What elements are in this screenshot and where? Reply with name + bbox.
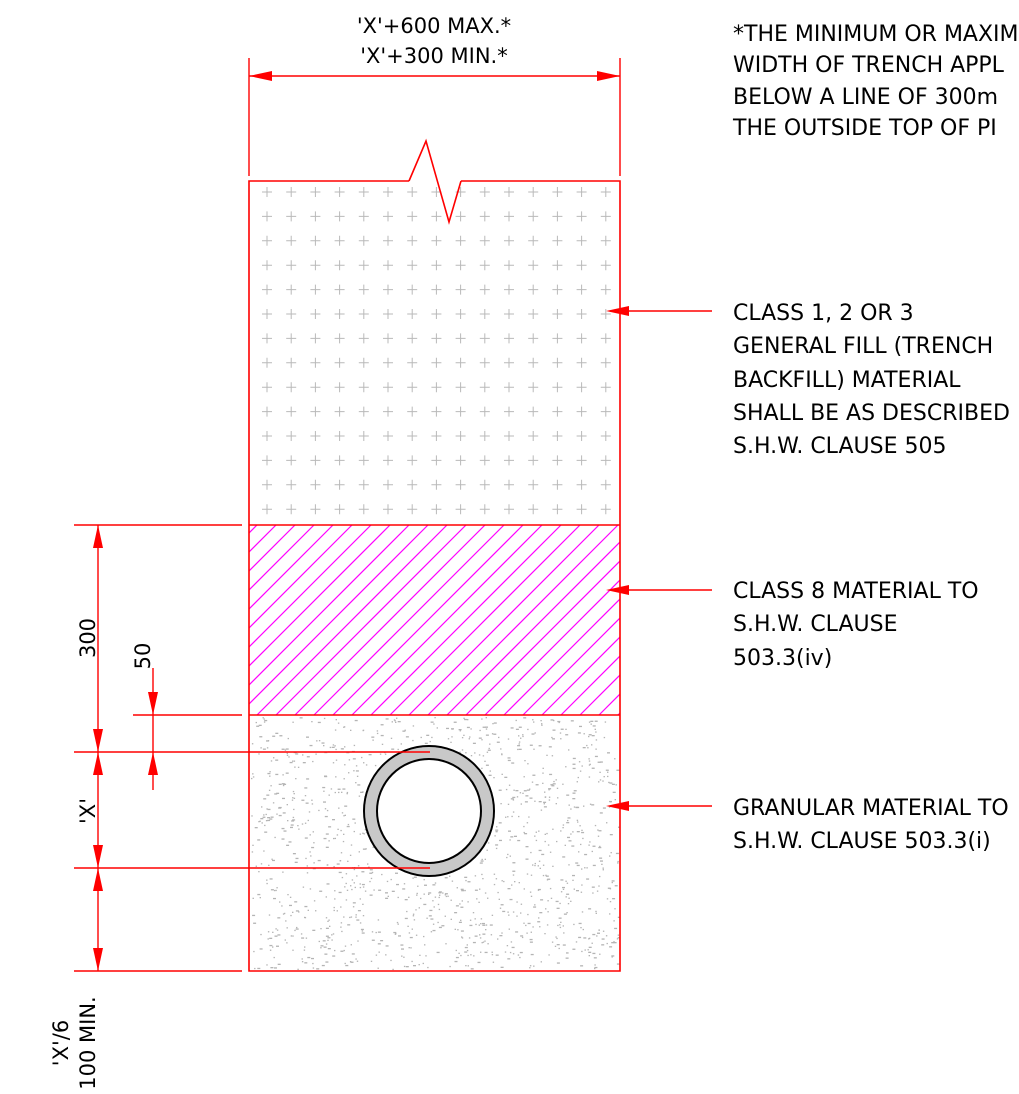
note-line: WIDTH OF TRENCH APPL xyxy=(733,53,1005,78)
dimension-50-label: 50 xyxy=(131,643,155,670)
note-class8: CLASS 8 MATERIAL TO S.H.W. CLAUSE 503.3(… xyxy=(733,579,979,671)
note-granular: GRANULAR MATERIAL TO S.H.W. CLAUSE 503.3… xyxy=(733,796,1009,854)
dimension-300-label: 300 xyxy=(76,618,100,658)
dimension-x-label: 'X' xyxy=(76,798,100,824)
dimension-max-label: 'X'+600 MAX.* xyxy=(357,14,511,38)
dimension-min-label: 'X'+300 MIN.* xyxy=(360,44,507,68)
note-line: CLASS 8 MATERIAL TO xyxy=(733,579,979,604)
note-line: 503.3(iv) xyxy=(733,646,832,671)
note-line: BELOW A LINE OF 300m xyxy=(733,85,998,110)
leader-arrows xyxy=(606,306,712,811)
note-line: S.H.W. CLAUSE xyxy=(733,612,897,637)
note-line: CLASS 1, 2 OR 3 xyxy=(733,301,914,326)
pipe xyxy=(363,745,495,877)
note-line: GRANULAR MATERIAL TO xyxy=(733,796,1009,821)
note-line: *THE MINIMUM OR MAXIM xyxy=(733,22,1019,47)
dimension-100min-label: 100 MIN. xyxy=(76,996,100,1089)
general-fill-zone xyxy=(262,187,611,515)
pipe-wall xyxy=(365,747,493,875)
top-width-dimension: 'X'+600 MAX.* 'X'+300 MIN.* xyxy=(248,14,621,176)
note-line: S.H.W. CLAUSE 505 xyxy=(733,434,946,459)
dimension-x6-label: 'X'/6 xyxy=(49,1020,73,1066)
pipe-wall-outer xyxy=(363,745,495,877)
pipe-bore xyxy=(376,758,482,864)
note-line: GENERAL FILL (TRENCH xyxy=(733,334,993,359)
break-symbol xyxy=(408,138,462,225)
left-dimensions: 300 50 'X' 'X'/6 100 MIN. xyxy=(49,524,430,1090)
granular-zone xyxy=(251,717,620,971)
note-line: SHALL BE AS DESCRIBED xyxy=(733,401,1010,426)
note-trench-width: *THE MINIMUM OR MAXIM WIDTH OF TRENCH AP… xyxy=(732,22,1019,141)
class8-hatch-zone xyxy=(249,525,620,715)
trench-outline xyxy=(248,138,621,972)
note-line: THE OUTSIDE TOP OF PI xyxy=(732,116,997,141)
note-general-fill: CLASS 1, 2 OR 3 GENERAL FILL (TRENCH BAC… xyxy=(733,301,1010,459)
note-line: S.H.W. CLAUSE 503.3(i) xyxy=(733,829,991,854)
note-line: BACKFILL) MATERIAL xyxy=(733,368,961,393)
